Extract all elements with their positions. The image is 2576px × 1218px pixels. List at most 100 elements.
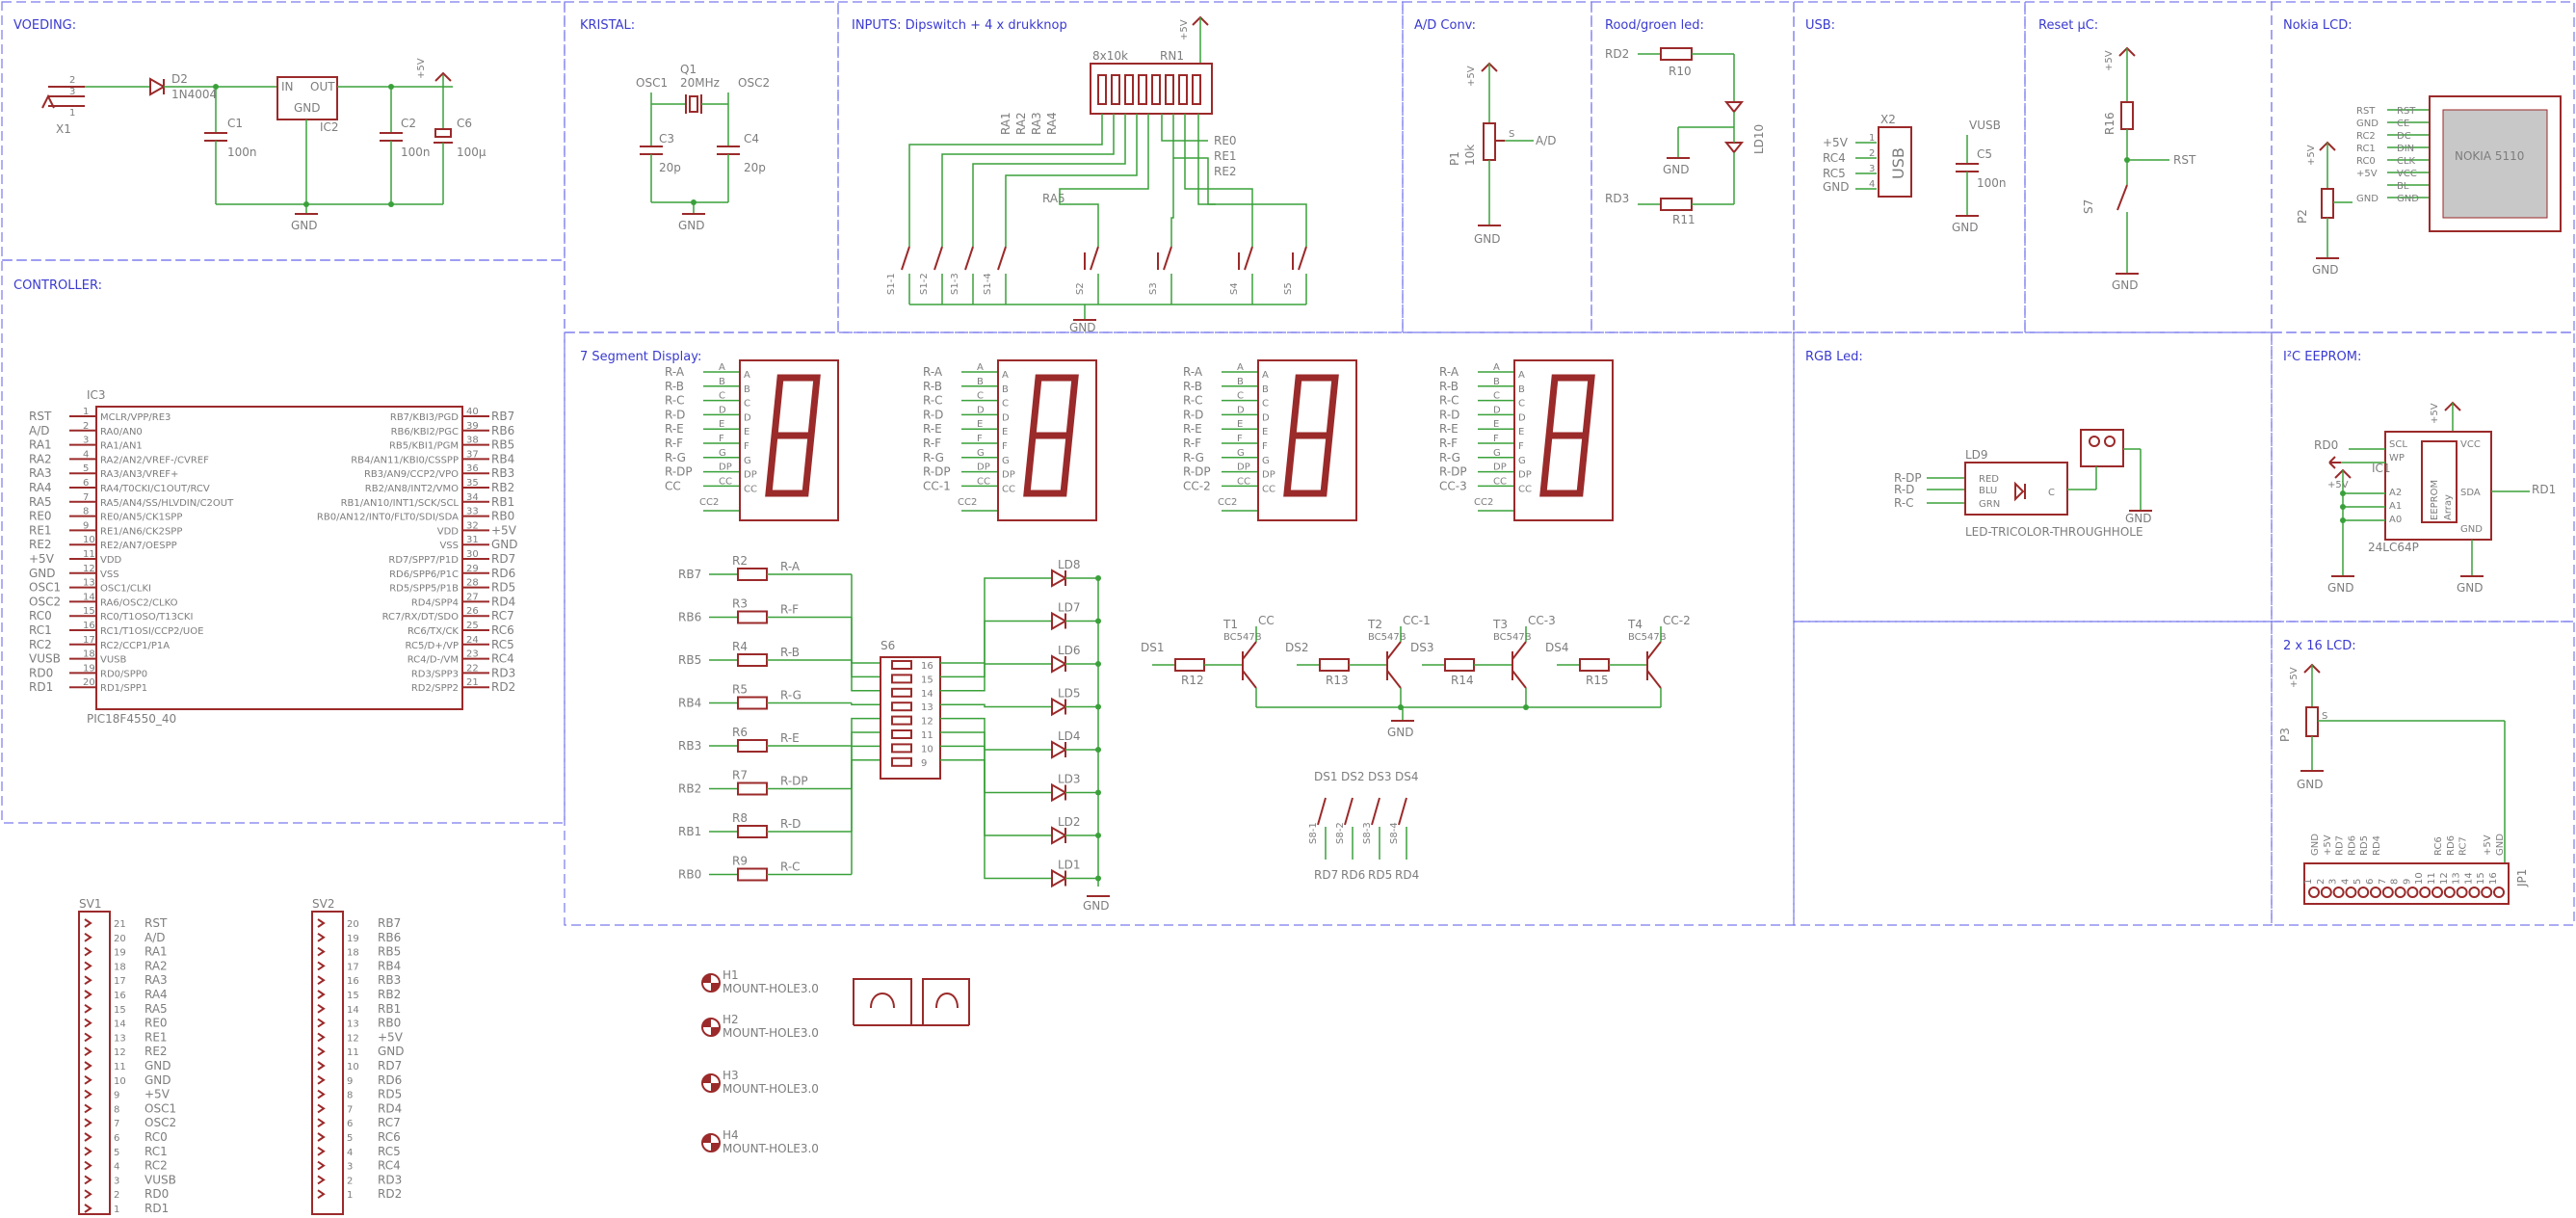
pic-net-right-0: RB7 [491,410,514,423]
c6-label: C6 [457,117,472,130]
lcd-pin-net-12: RC7 [2458,836,2469,856]
seg-led-ld6: LD6 [1058,644,1081,657]
rn1-resistor [1111,74,1120,105]
switch-label-s1-2: S1-2 [919,273,930,295]
header-pin-num: 12 [114,1047,126,1058]
seg0-inner-0: A [744,370,750,381]
vusb-label: VUSB [1969,119,2001,132]
seg-led-ld5: LD5 [1058,687,1081,701]
switch-label-s3: S3 [1148,282,1159,295]
header-pin-arrow [84,990,92,999]
sv2-pins-net-8: +5V [378,1030,404,1044]
usb-num-3: 3 [1869,164,1875,174]
seg1-inner-4: E [1002,427,1008,437]
sv1-pins-net-5: RA4 [145,988,168,1001]
title-seg7: 7 Segment Display: [580,350,701,364]
pic-pin-num-left: 4 [83,449,89,460]
seg1-inner-1: B [1002,384,1009,395]
header-pin-num: 5 [114,1148,119,1158]
pic-pin-num-left: 10 [83,535,95,545]
lcd-pin-net-0: GND [2310,834,2321,856]
rgb-red: RED [1979,474,1999,485]
header-pin-arrow [84,1118,92,1128]
pic-pin-left-12: OSC1/CLKI [100,584,151,595]
seg3-pin-4: E [1493,419,1499,430]
ee-array: Array [2443,494,2454,520]
pic-pin-num-left: 6 [83,478,89,489]
pic-pin-num-right: 33 [466,507,479,517]
seg1-pin-6: G [977,448,985,459]
header-pin-arrow [317,946,326,957]
seg3-pin-6: G [1493,448,1501,459]
usb-pin-rc4: RC4 [1823,151,1846,165]
nokia-net-2: RC2 [2356,131,2376,142]
rn1-resistor [1165,74,1174,105]
seg3-inner-5: F [1518,441,1524,452]
header-pin-arrow [84,946,92,957]
pic-pin-num-right: 30 [466,549,479,560]
lcd-vcc: +5V [2289,667,2300,688]
c3-value: 20p [659,161,681,174]
pic-net-left-10: +5V [29,552,55,566]
lcd-pin-num: 3 [2328,879,2339,885]
usb-gnd: GND [1952,221,1979,234]
seg0-pin-6: G [719,448,726,459]
seg1-inner-5: F [1002,441,1008,452]
sv1-pins-net-11: GND [145,1073,171,1087]
header-pin-num: 7 [347,1104,353,1115]
switch-label-s1-4: S1-4 [983,273,993,295]
seg-res-r4: R4 [732,640,748,653]
header-pin-num: 13 [114,1033,126,1044]
seg0-net-5: R-F [665,437,683,450]
pic-pin-right-19: RD2/SPP2 [411,683,459,694]
pic-pin-num-left: 12 [83,564,95,574]
s6-switch-cell [891,715,912,726]
pic-net-right-10: RD7 [491,552,515,566]
sv2-pins-net-12: RD5 [378,1088,402,1101]
seg-led-wire [940,703,1052,708]
seg-res-r3: R3 [732,597,748,611]
tr-part-2: BC547B [1493,632,1532,643]
sv2-pins-net-5: RB2 [378,988,401,1001]
seg-wire [851,745,881,832]
header-pin-arrow [317,1160,326,1171]
seg0-inner-3: D [744,412,751,423]
tr-name-2: T3 [1492,618,1508,631]
seg2-inner-8: CC [1262,484,1275,494]
seg3-inner-8: CC [1518,484,1532,494]
seg3-pin-7: DP [1493,463,1507,473]
pic-pin-right-3: RB4/AN11/KBI0/CSSPP [351,455,459,465]
seg1-pin-5: F [977,434,983,444]
p3-label: P3 [2278,728,2292,742]
pic-pin-num-right: 37 [466,449,479,460]
ee-wp: WP [2389,453,2405,463]
header-pin-num: 10 [114,1076,126,1087]
eeprom-vcc: +5V [2430,403,2440,424]
header-pin-arrow [84,975,92,986]
c2-label: C2 [401,117,416,130]
seg2-net-0: R-A [1183,365,1203,379]
seg1-pin-0: A [977,362,984,373]
seg-res-r7: R7 [732,769,748,782]
header-pin-arrow [317,1032,326,1043]
seg3-net-3: R-D [1439,408,1459,421]
nokia-net-0: RST [2356,106,2376,117]
usb-num-2: 2 [1869,148,1875,159]
seg2-net-8: CC-2 [1183,479,1211,492]
lcd-pin-hole [2345,887,2357,898]
lcd-pin-hole [2357,887,2370,898]
switch-label-s1-3: S1-3 [950,273,960,295]
ds-top-3: DS4 [1395,770,1419,783]
seg3-inner-3: D [1518,412,1526,423]
seg1-net-0: R-A [923,365,943,379]
rgb-circuit: LD9 R-DP R-D R-C RED BLU GRN C GND LED-T… [1894,429,2152,539]
nokia-pin-0: RST [2397,106,2416,117]
seg1-net-5: R-F [923,437,941,450]
seg0-inner-4: E [744,427,749,437]
ee-scl: SCL [2389,439,2407,450]
tr-base-resistor [1579,658,1610,672]
s6-pin-num: 11 [921,730,933,741]
switch-contact [964,246,974,271]
seg1-inner-7: DP [1002,470,1015,481]
